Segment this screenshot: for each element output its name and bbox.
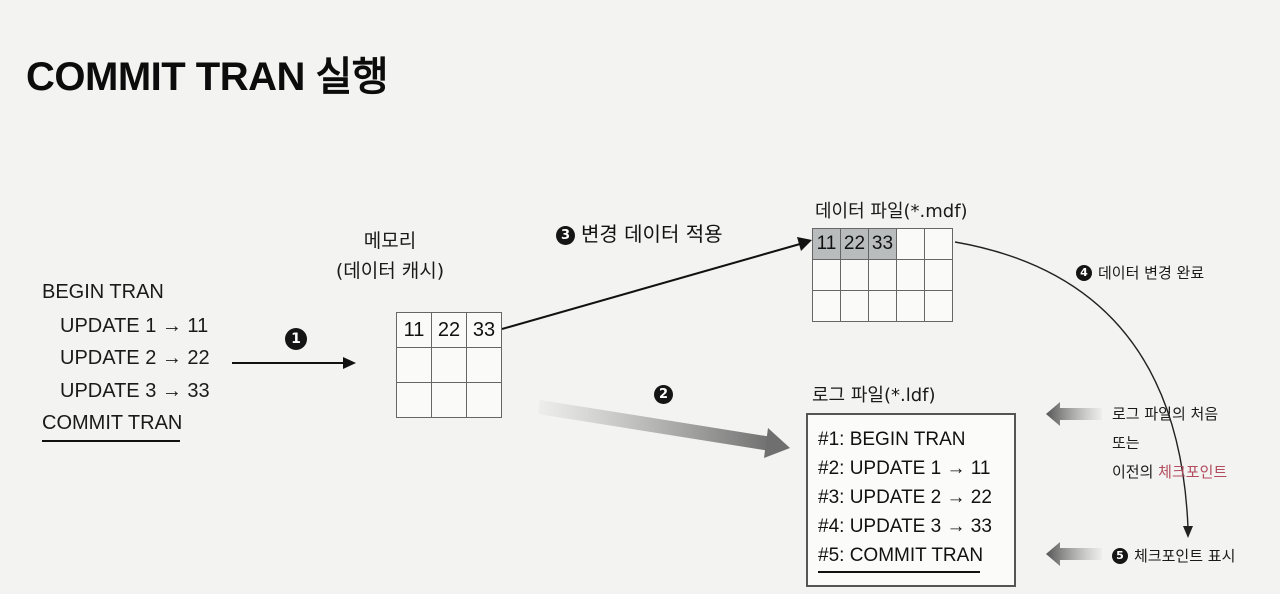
- log-entry-1: #1: BEGIN TRAN: [818, 429, 966, 450]
- data-cell: [924, 259, 953, 291]
- step2-marker: 2: [654, 385, 679, 404]
- arrow-log-start: [1046, 402, 1102, 426]
- update-line-2: UPDATE 2 → 22: [60, 347, 210, 369]
- data-cell: 22: [840, 228, 869, 260]
- data-grid-row: [812, 259, 953, 291]
- data-cell: [924, 228, 953, 260]
- log-entry-4: #4: UPDATE 3 → 33: [818, 516, 992, 537]
- data-cell: [868, 290, 897, 322]
- checkpoint-note-highlight: 체크포인트: [1158, 463, 1228, 481]
- data-grid-row: [812, 290, 953, 322]
- data-cell: [840, 259, 869, 291]
- data-cell: [868, 259, 897, 291]
- log-file-box: #1: BEGIN TRAN #2: UPDATE 1 → 11 #3: UPD…: [806, 413, 1016, 587]
- step3-badge: 3: [556, 226, 575, 245]
- data-cell: 11: [812, 228, 841, 260]
- memory-cell: [466, 347, 502, 383]
- memory-grid-row: 11 22 33: [396, 312, 502, 348]
- arrow-checkpoint: [1046, 542, 1102, 566]
- step1-badge: 1: [285, 328, 307, 350]
- log-commit-underline: [818, 571, 980, 573]
- commit-underline: [42, 440, 180, 442]
- step5-badge: 5: [1112, 548, 1128, 564]
- step4-badge: 4: [1076, 265, 1092, 281]
- memory-cell: 22: [431, 312, 467, 348]
- log-entry-2: #2: UPDATE 1 → 11: [818, 458, 991, 479]
- data-cell: [812, 290, 841, 322]
- memory-label-line2: (데이터 캐시): [335, 260, 445, 282]
- data-cell: [924, 290, 953, 322]
- memory-cell: 11: [396, 312, 432, 348]
- memory-cell: 33: [466, 312, 502, 348]
- log-file-label: 로그 파일(*.ldf): [812, 385, 936, 406]
- commit-tran-line: COMMIT TRAN: [42, 412, 183, 434]
- data-cell: [896, 228, 925, 260]
- checkpoint-note-prefix: 이전의: [1112, 463, 1159, 481]
- memory-cell: [396, 382, 432, 418]
- memory-cell: [396, 347, 432, 383]
- memory-cell: [466, 382, 502, 418]
- update-line-3: UPDATE 3 → 33: [60, 380, 210, 402]
- checkpoint-note-line3: 이전의 체크포인트: [1112, 461, 1227, 482]
- memory-cell: [431, 347, 467, 383]
- arrow-step2-head: [764, 428, 790, 458]
- data-cell: [840, 290, 869, 322]
- step5-text: 체크포인트 표시: [1134, 547, 1236, 565]
- step2-badge: 2: [654, 385, 673, 404]
- step1-marker: 1: [285, 328, 313, 350]
- step3-text: 변경 데이터 적용: [581, 222, 723, 246]
- memory-grid: 11 22 33: [396, 312, 502, 418]
- data-grid-row: 11 22 33: [812, 228, 953, 260]
- data-cell: [812, 259, 841, 291]
- arrow-step4: [954, 241, 1189, 529]
- memory-cell: [431, 382, 467, 418]
- memory-grid-row: [396, 382, 502, 418]
- checkpoint-note-line1: 로그 파일의 처음: [1112, 405, 1219, 423]
- arrow-step3: [501, 243, 801, 330]
- step3-label: 3 변경 데이터 적용: [556, 218, 723, 247]
- data-file-label: 데이터 파일(*.mdf): [815, 201, 968, 222]
- step5-label: 5 체크포인트 표시: [1112, 545, 1235, 566]
- arrow-step1-head: [343, 357, 356, 369]
- data-cell: [896, 290, 925, 322]
- log-entry-5: #5: COMMIT TRAN: [818, 545, 984, 566]
- checkpoint-note-line2: 또는: [1112, 434, 1140, 452]
- arrow-step4-head: [1183, 526, 1193, 538]
- begin-tran-line: BEGIN TRAN: [42, 281, 164, 303]
- step4-text: 데이터 변경 완료: [1098, 264, 1205, 282]
- memory-grid-row: [396, 347, 502, 383]
- memory-label-line1: 메모리: [363, 230, 417, 252]
- data-cell: [896, 259, 925, 291]
- step4-label: 4 데이터 변경 완료: [1076, 262, 1204, 283]
- data-file-grid: 11 22 33: [812, 228, 953, 322]
- update-line-1: UPDATE 1 → 11: [60, 315, 209, 337]
- data-cell: 33: [868, 228, 897, 260]
- log-entry-3: #3: UPDATE 2 → 22: [818, 487, 992, 508]
- arrow-step3-head: [797, 237, 812, 251]
- arrow-step2: [538, 400, 772, 451]
- page-title: COMMIT TRAN 실행: [26, 55, 389, 99]
